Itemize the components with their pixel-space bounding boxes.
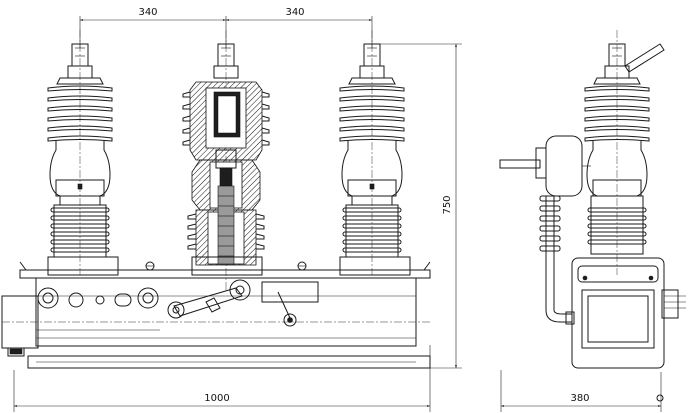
- dimension-label-380: 380: [570, 393, 589, 404]
- center-lower-sheds: [187, 213, 265, 250]
- upper-sheds-right: [339, 85, 405, 142]
- lower-sheds-left: [50, 207, 110, 253]
- insulator-pole-center-section: [182, 30, 270, 290]
- operating-linkage: [167, 279, 319, 327]
- dimension-1000-width: 1000: [13, 345, 431, 412]
- insulator-pole-right: [339, 30, 411, 276]
- mounting-bolts-top: [145, 261, 307, 271]
- dimension-750-height: 750: [380, 43, 462, 369]
- dimension-label-340-right: 340: [285, 7, 304, 18]
- dimension-label-1000: 1000: [204, 393, 229, 404]
- breaker-base-frame: [1, 261, 432, 369]
- insulator-pole-left: [47, 30, 119, 276]
- dimension-340-right: 340: [226, 7, 373, 48]
- side-bushing-sheds: [539, 195, 561, 252]
- dimension-label-750: 750: [442, 195, 453, 214]
- side-lower-sheds: [587, 207, 647, 245]
- side-view: [499, 30, 686, 402]
- lower-sheds-right: [342, 207, 402, 253]
- dimension-label-340-left: 340: [138, 7, 157, 18]
- dimension-380-width: 380: [500, 370, 662, 412]
- side-upper-sheds: [584, 85, 650, 142]
- dimension-340-left: 340: [79, 7, 227, 48]
- center-outer-sheds: [182, 91, 270, 146]
- upper-sheds-left: [47, 85, 113, 142]
